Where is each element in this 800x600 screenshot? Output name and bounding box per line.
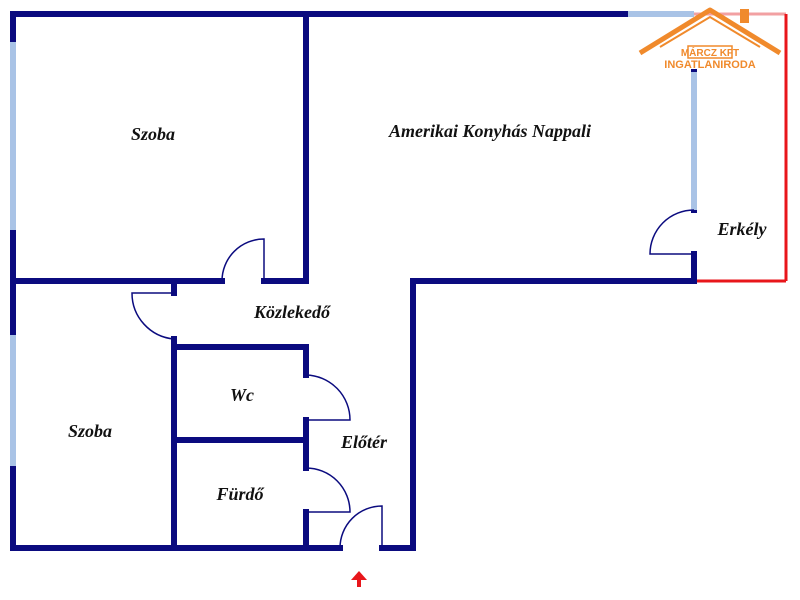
room-label-living: Amerikai Konyhás Nappali — [388, 121, 591, 141]
room-label-balcony: Erkély — [717, 219, 768, 239]
room-label-top-left: Szoba — [131, 124, 175, 144]
door-bathroom — [305, 467, 351, 513]
logo-subtitle: INGATLANIRODA — [664, 59, 756, 71]
room-label-hallway: Közlekedő — [253, 302, 331, 322]
door-entrance — [339, 505, 383, 549]
room-label-bathroom: Fürdő — [215, 484, 264, 504]
door-bottom-left-room — [131, 292, 175, 340]
doors — [131, 209, 695, 549]
door-balcony — [649, 209, 695, 255]
door-wc — [305, 374, 351, 421]
interior-walls — [10, 11, 309, 551]
door-top-left-room — [221, 238, 265, 282]
entrance-arrow-icon — [351, 571, 367, 587]
house-roof-icon — [638, 7, 782, 59]
windows — [10, 11, 697, 466]
room-label-foyer: Előtér — [340, 432, 388, 452]
logo-company-name: MÁRCZ KFT — [681, 46, 739, 59]
company-logo: MÁRCZ KFT INGATLANIRODA — [638, 7, 782, 71]
room-label-bottom-left: Szoba — [68, 421, 112, 441]
room-label-wc: Wc — [230, 385, 254, 405]
